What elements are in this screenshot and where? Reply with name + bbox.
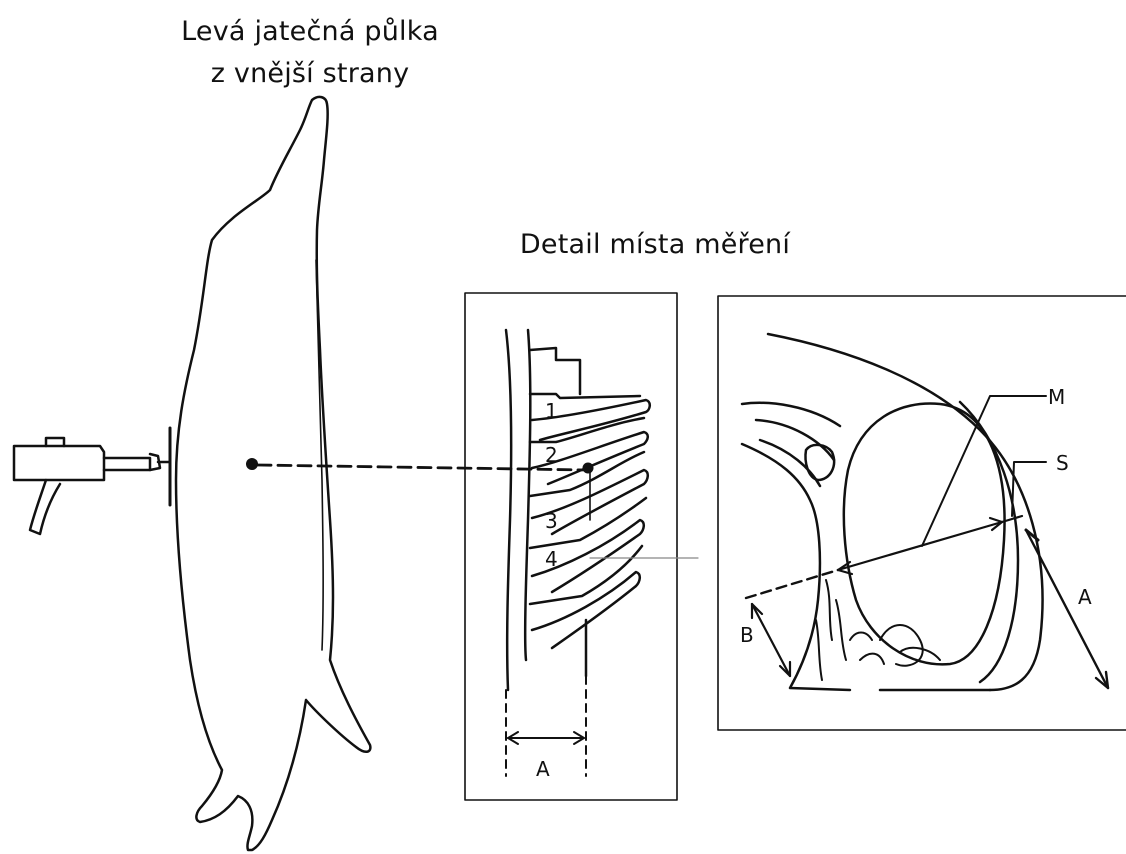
dimension-label-a: A xyxy=(536,757,550,781)
detail-box xyxy=(465,293,698,800)
carcass-half xyxy=(176,97,370,850)
cross-section-box xyxy=(718,296,1126,730)
section-label-b: B xyxy=(740,623,754,647)
rib-label-4: 4 xyxy=(545,547,558,571)
probe-device-icon xyxy=(14,428,170,534)
measure-point-dot xyxy=(246,458,258,470)
rib-label-3: 3 xyxy=(545,509,558,533)
section-label-m: M xyxy=(1048,385,1065,409)
section-label-a: A xyxy=(1078,585,1092,609)
rib-label-1: 1 xyxy=(545,399,558,423)
section-label-s: S xyxy=(1056,451,1069,475)
rib-point-dot xyxy=(583,463,594,474)
rib-label-2: 2 xyxy=(545,443,558,467)
